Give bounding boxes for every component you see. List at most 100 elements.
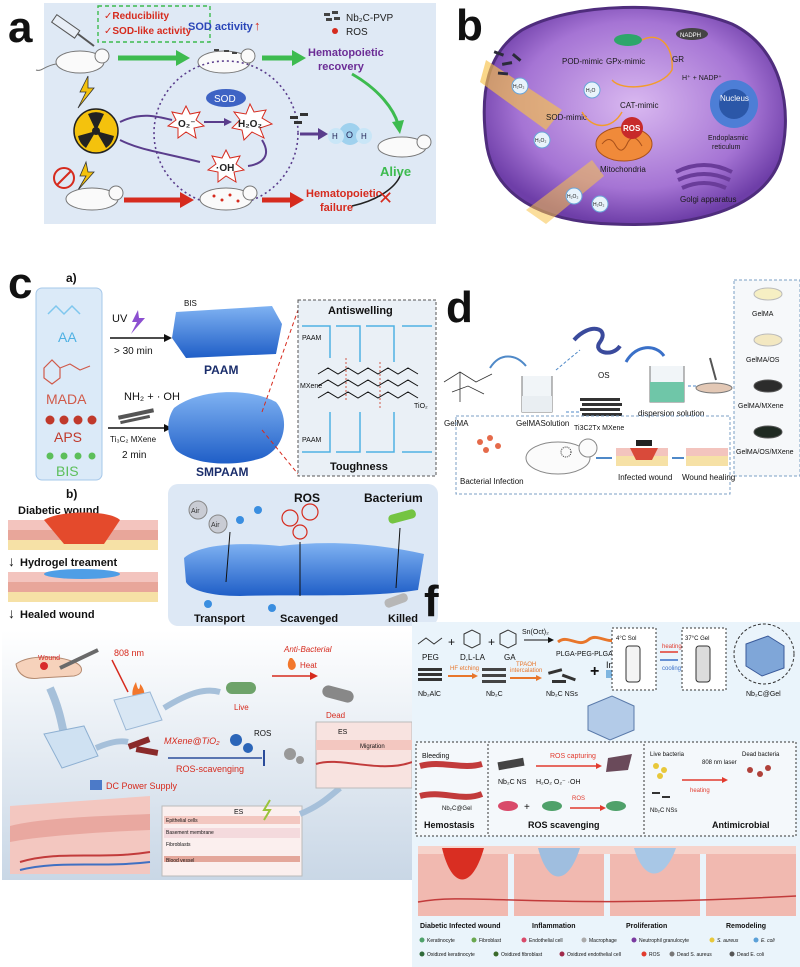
bacterium-icon [388, 509, 416, 524]
nb2c-nanosheets [547, 668, 576, 683]
plus-3: + [590, 663, 599, 680]
ros-node-label: ROS [623, 124, 641, 133]
live-label: Live [234, 703, 249, 712]
nss-icons [652, 792, 670, 798]
panel-d-label: d [446, 283, 473, 332]
ros-scavenging-label: ROS-scavenging [176, 764, 244, 774]
wound-mark [40, 662, 48, 670]
panel-e: e Wound 808 nm Live Anti-Bacterial Hea [0, 630, 412, 880]
panel-c-label: c [8, 262, 33, 308]
legend-disc-gelma [753, 287, 783, 301]
bacteria-cluster-icon [477, 435, 501, 453]
beaker-dispersion [649, 366, 685, 403]
dlla-label: D,L-LA [460, 653, 486, 662]
peg-label: PEG [422, 653, 439, 662]
water-molecule-icon [328, 123, 372, 145]
cell-legend-row-2: Oxidized keratinocyte Oxidized fibroblas… [419, 951, 764, 958]
uv-bolt-icon [131, 310, 145, 334]
smpaam-label: SMPAAM [196, 465, 248, 479]
light-beam [480, 60, 562, 130]
gr-label: GR [672, 55, 684, 64]
infected-wound-skin [616, 440, 668, 466]
wound-healing-label: Wound healing [682, 473, 735, 482]
sol-vial [625, 645, 641, 683]
hematopoietic-failure-l1: Hematopoietic [306, 188, 382, 200]
nadph-label: NADPH [680, 33, 701, 39]
heating-label-f: heating [690, 788, 710, 794]
mitochondria-label: Mitochondria [600, 165, 646, 174]
mxene-tio2-label: MXene@TiO₂ [164, 736, 220, 746]
mxene-small: MXene [300, 383, 322, 390]
hydroxyl-label: ·OH [216, 163, 234, 174]
down-arrow-1: ↓ [8, 553, 15, 569]
ros-node [621, 117, 643, 139]
mouse-bottom-middle [199, 185, 258, 211]
panel-a-label: a [8, 3, 33, 52]
er-label-l1: Endoplasmic [708, 135, 749, 142]
svg-text:Oxidized endothelial cell: Oxidized endothelial cell [567, 952, 621, 958]
panel-d-diagram: GelMA GelMASolution OS Ti3C2Tx MXene dis… [443, 279, 800, 495]
hand-icon [15, 656, 82, 679]
hemostasis-label: Hemostasis [424, 820, 475, 830]
hematopoietic-failure-l2: failure [320, 202, 353, 214]
paam-gel [172, 306, 282, 358]
stage-remodeling: Remodeling [726, 923, 766, 930]
up-arrow-red: ↑ [254, 18, 261, 33]
time-2min: 2 min [122, 450, 146, 461]
migration-box [315, 721, 412, 789]
nanosheet-legend-icon [324, 11, 340, 21]
panel-b: b POD-mimic GPx-mimic NADPH GR H⁺ + NADP… [442, 0, 800, 228]
aps-dots [45, 415, 97, 425]
svg-text:Fibroblast: Fibroblast [479, 938, 502, 944]
reagents-box [35, 287, 103, 481]
panel-c: c a) AA MADA APS BIS UV > 30 min BIS PAA [0, 262, 440, 628]
panel-f-label: f [424, 577, 439, 626]
check-reducibility: ✓Reducibility [104, 11, 169, 22]
nss-label-2: Nb₂C NSs [650, 808, 677, 814]
sub-a-label: a) [66, 271, 77, 285]
panel-f: f PEG + D,L-LA + GA Sn(Oct)₂ PLGA-PEG-PL… [412, 530, 800, 967]
check-sod-like: ✓SOD-like activity [104, 26, 192, 37]
legend-disc-gelma-os-mxene [753, 425, 783, 439]
sn-oct-label: Sn(Oct)₂ [522, 629, 549, 636]
svg-text:E. coli: E. coli [761, 938, 776, 944]
dispersion-label: dispersion solution [638, 409, 704, 418]
cell-legend-row-1: Keratinocyte Fibroblast Endothelial cell… [419, 937, 776, 944]
sol-label: 4°C Sol [616, 636, 636, 642]
mouse-top-left [35, 48, 110, 74]
ros-capturing-label: ROS capturing [550, 753, 596, 760]
superoxide-label: O₂⁻ [178, 119, 196, 130]
mada-structure [43, 359, 91, 385]
ros-legend-dot [332, 28, 338, 34]
mxene-flake-icon [127, 736, 159, 756]
nss-label: Nb₂C NSs [546, 691, 578, 698]
hydrogel-slab [184, 543, 424, 596]
hematopoietic-recovery-l1: Hematopoietic [308, 47, 384, 59]
panel-e-diagram: Wound 808 nm Live Anti-Bacterial Heat De… [2, 630, 412, 880]
laser-label: 808 nm laser [702, 760, 737, 766]
legend-gelma-os: GelMA/OS [746, 357, 780, 364]
hydrogel-treatment-label: Hydrogel treament [20, 557, 118, 569]
heat-flame-icon [287, 658, 296, 670]
syringe-icon [59, 648, 99, 670]
mxene-flake-icon [117, 408, 155, 425]
golgi-label: Golgi apparatus [680, 195, 736, 204]
petri-dish-1 [695, 382, 733, 394]
skin-treated [8, 569, 158, 602]
water-h-left: H [332, 132, 338, 141]
blood-vessel-icon [419, 761, 483, 769]
dc-power-icon [90, 780, 102, 790]
legend-ros: ROS [346, 27, 368, 38]
ros-label: ROS [294, 491, 320, 505]
infected-wound-label: Infected wound [618, 473, 672, 482]
hematopoietic-recovery-l2: recovery [318, 61, 365, 73]
air-clouds [188, 500, 228, 534]
plus-4: + [524, 802, 530, 813]
gelma-solution-label: GelMASolution [516, 419, 569, 428]
ros-bursts [281, 503, 319, 540]
ros-label: ROS [254, 729, 271, 738]
bacterium-label: Bacterium [364, 491, 423, 505]
arrow-green-curve [351, 72, 400, 125]
cooling-label: cooling [662, 666, 681, 672]
wound-model-box [455, 415, 731, 495]
